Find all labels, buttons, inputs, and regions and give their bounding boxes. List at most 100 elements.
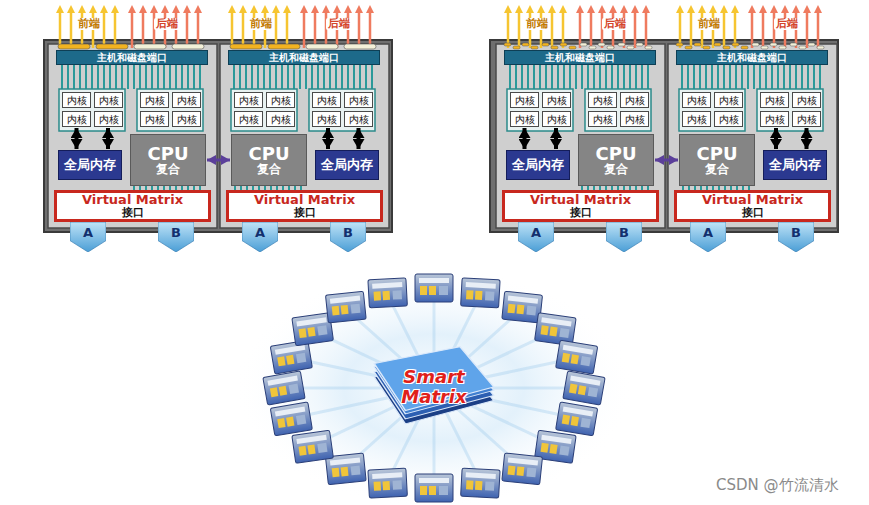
io-label: 后端 <box>774 18 800 30</box>
watermark: CSDN @竹流清水 <box>716 477 839 494</box>
io-label: 前端 <box>524 18 550 30</box>
port-arrow: B <box>330 222 366 252</box>
memory-arrow <box>805 128 809 149</box>
core-label: 内核 <box>515 95 535 106</box>
core-group <box>585 89 651 131</box>
io-label: 后端 <box>326 18 352 30</box>
interface-label: Virtual Matrix <box>82 193 183 207</box>
core-box: 内核 <box>140 111 169 127</box>
memory-arrow <box>326 128 330 149</box>
port-bar: 主机和磁盘端口 <box>56 50 208 65</box>
cpu-label: 复合 <box>604 163 628 176</box>
port-bar: 主机和磁盘端口 <box>228 50 380 65</box>
port-connector <box>134 44 166 49</box>
cpu-label: 复合 <box>705 163 729 176</box>
core-box: 内核 <box>792 92 821 108</box>
interface-label: Virtual Matrix <box>702 193 803 207</box>
port-connector <box>636 43 643 46</box>
port-arrow: A <box>518 222 554 252</box>
matrix-hub: Smart Matrix <box>369 345 499 429</box>
core-label: 内核 <box>67 114 87 125</box>
core-label: 内核 <box>797 95 817 106</box>
core-label: 内核 <box>547 114 567 125</box>
core-label: 内核 <box>719 114 739 125</box>
port-letter: B <box>619 226 629 240</box>
core-label: 内核 <box>687 114 707 125</box>
controller-card <box>263 371 305 405</box>
port-bar: 主机和磁盘端口 <box>504 50 656 65</box>
core-box: 内核 <box>510 111 539 127</box>
core-label: 内核 <box>797 114 817 125</box>
core-label: 内核 <box>625 114 645 125</box>
cpu-label: CPU <box>595 144 636 164</box>
port-connector <box>96 44 128 49</box>
port-letter: B <box>343 226 353 240</box>
port-label: 主机和磁盘端口 <box>545 52 615 63</box>
core-box: 内核 <box>714 111 743 127</box>
port-connector <box>618 43 625 46</box>
interface-label: 接口 <box>122 207 144 219</box>
port-arrow: B <box>158 222 194 252</box>
controller-housing <box>220 44 389 228</box>
core-label: 内核 <box>687 95 707 106</box>
port-connector <box>714 43 721 46</box>
core-label: 内核 <box>99 95 119 106</box>
port-connector <box>522 43 529 46</box>
controller-housing <box>668 44 837 228</box>
core-label: 内核 <box>67 95 87 106</box>
core-box: 内核 <box>62 92 91 108</box>
port-connector <box>752 43 759 46</box>
memory-label: 全局内存 <box>769 158 821 172</box>
port-arrow: A <box>242 222 278 252</box>
interconnect-arrow <box>207 159 230 162</box>
core-label: 内核 <box>145 95 165 106</box>
io-label: 前端 <box>76 18 102 30</box>
io-arrows <box>228 5 374 48</box>
controller-card <box>563 371 605 405</box>
memory-arrow <box>523 128 527 149</box>
port-arrow: B <box>778 222 814 252</box>
interface-label: 接口 <box>294 207 316 219</box>
core-label: 内核 <box>515 114 535 125</box>
port-connector <box>542 43 549 46</box>
port-connector <box>504 43 511 46</box>
core-box: 内核 <box>94 92 123 108</box>
controller-card <box>502 291 543 323</box>
core-label: 内核 <box>349 114 369 125</box>
port-label: 主机和磁盘端口 <box>269 52 339 63</box>
memory-box: 全局内存 <box>315 150 379 180</box>
core-group <box>309 89 375 131</box>
core-group <box>59 89 125 131</box>
interface-box: Virtual Matrix接口 <box>674 190 831 222</box>
interface-label: Virtual Matrix <box>254 193 355 207</box>
core-label: 内核 <box>349 95 369 106</box>
memory-box: 全局内存 <box>58 150 122 180</box>
core-group <box>137 89 203 131</box>
port-connector <box>790 43 797 46</box>
controller-card <box>368 278 407 308</box>
interconnect-arrow <box>655 159 678 162</box>
port-connector <box>344 44 376 49</box>
interface-label: 接口 <box>570 207 592 219</box>
interface-box: Virtual Matrix接口 <box>226 190 383 222</box>
core-box: 内核 <box>682 92 711 108</box>
core-label: 内核 <box>145 114 165 125</box>
port-connector <box>268 44 300 49</box>
core-label: 内核 <box>765 114 785 125</box>
core-box: 内核 <box>620 111 649 127</box>
port-bar: 主机和磁盘端口 <box>676 50 828 65</box>
controller-card <box>535 313 577 346</box>
cpu-complex-box: CPU复合 <box>130 134 206 186</box>
port-connector <box>676 43 683 46</box>
cpu-label: 复合 <box>156 163 180 176</box>
memory-arrow <box>75 128 79 149</box>
core-group <box>231 89 297 131</box>
bus-lines <box>234 64 372 89</box>
port-connector <box>560 43 567 46</box>
interface-box: Virtual Matrix接口 <box>502 190 659 222</box>
hub-title: Smart Matrix <box>399 367 469 407</box>
glow <box>234 268 634 505</box>
controller-card <box>292 430 334 463</box>
io-label: 前端 <box>696 18 722 30</box>
